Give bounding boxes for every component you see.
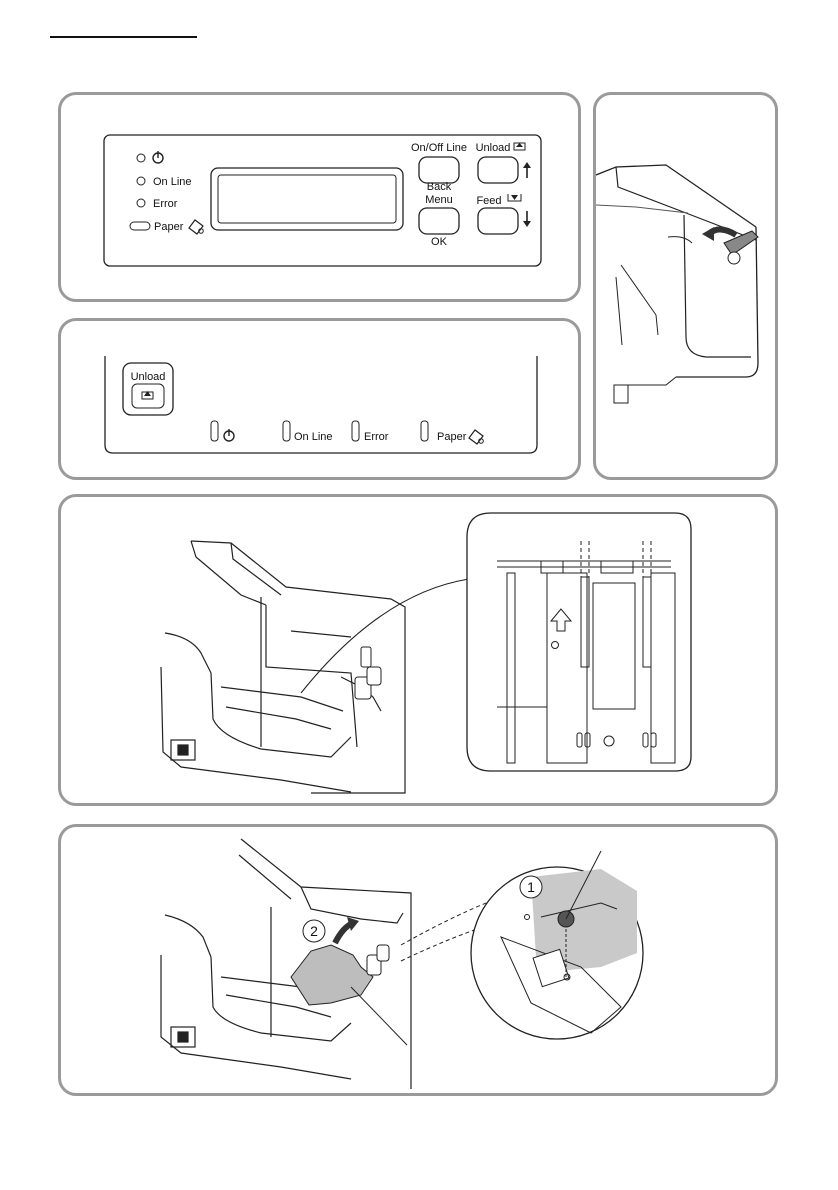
paper-label: Paper	[437, 431, 467, 443]
panel-paper-removal: 2 1	[58, 824, 778, 1096]
online-label: On Line	[294, 431, 333, 443]
callout-1-label: 1	[527, 879, 535, 895]
online-button-label: On/Off Line	[411, 142, 467, 154]
roller	[355, 647, 381, 699]
jammed-paper	[291, 945, 373, 1005]
panel-paper-guide	[58, 494, 778, 806]
led-paper	[421, 421, 428, 441]
leader-line	[301, 579, 469, 693]
back-label: Back	[427, 181, 452, 193]
power-switch	[614, 385, 628, 403]
panel-operation-main: On Line Error Paper On/Off Line Back Men…	[58, 92, 581, 302]
ok-label: OK	[431, 236, 448, 248]
simple-panel-drawing: Unload On Line Error Paper	[61, 321, 578, 477]
paper-label: Paper	[154, 221, 184, 233]
callout-2-label: 2	[310, 923, 318, 939]
led-error	[352, 421, 359, 441]
rotate-arrow-icon	[702, 227, 736, 241]
cover-lever-drawing	[596, 95, 775, 477]
unload-button-label: Unload	[476, 142, 511, 154]
paper-removal-drawing: 2 1	[61, 827, 775, 1093]
paper-guide-drawing	[61, 497, 775, 803]
header-rule	[50, 36, 197, 38]
detail-inset	[467, 513, 691, 771]
error-label: Error	[364, 431, 389, 443]
feed-button-label: Feed	[476, 195, 501, 207]
detail-inset: 1	[471, 867, 643, 1039]
menu-label: Menu	[425, 194, 453, 206]
led-online	[283, 421, 290, 441]
leader-line-paper	[351, 987, 407, 1045]
paper-icon	[469, 430, 483, 444]
led-power	[211, 421, 218, 441]
operation-panel-drawing: On Line Error Paper On/Off Line Back Men…	[61, 95, 578, 299]
error-label: Error	[153, 198, 178, 210]
panel-operation-simple: Unload On Line Error Paper	[58, 318, 581, 480]
roller	[367, 945, 389, 975]
unload-icon	[142, 391, 153, 399]
unload-label: Unload	[131, 371, 166, 383]
cover-lever	[724, 231, 758, 264]
power-icon	[224, 429, 234, 441]
online-label: On Line	[153, 176, 192, 188]
panel-cover-lever	[593, 92, 778, 480]
